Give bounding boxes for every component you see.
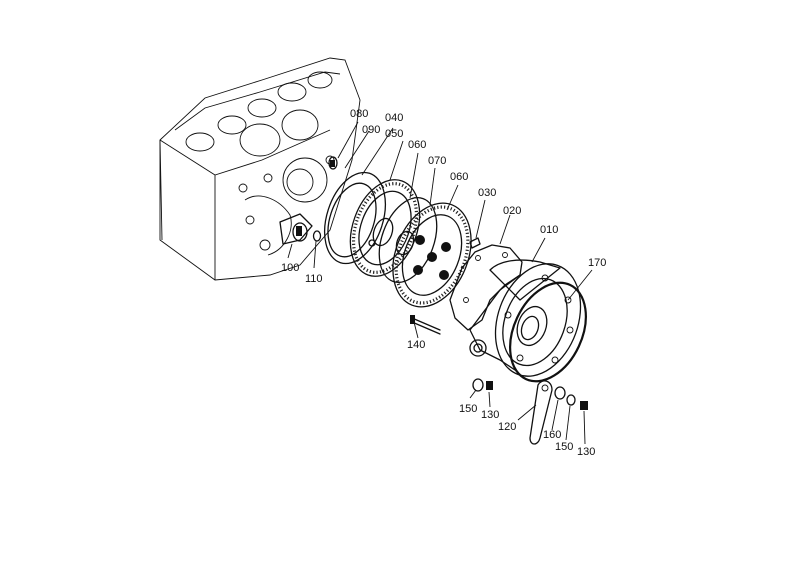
engine-block	[159, 57, 361, 281]
nut-130-left	[486, 381, 493, 390]
label-170: 170	[588, 257, 606, 269]
label-130-right: 130	[577, 446, 595, 458]
label-150-right: 150	[555, 441, 573, 453]
pin-part-030	[469, 237, 481, 249]
leader-lines	[287, 121, 593, 445]
label-030: 030	[478, 187, 496, 199]
nut-130-right	[580, 401, 588, 410]
part-labels: 080 040 090 050 060 070 060 030 020 010 …	[281, 108, 606, 458]
shaft-part-100	[279, 213, 313, 245]
label-100: 100	[281, 262, 299, 274]
label-130-left: 130	[481, 409, 499, 421]
label-040: 040	[385, 112, 403, 124]
label-120: 120	[498, 421, 516, 433]
label-010: 010	[540, 224, 558, 236]
label-070: 070	[428, 155, 446, 167]
lever-120	[529, 380, 553, 445]
plate-060-a	[378, 197, 438, 283]
pressure-plate-040	[324, 171, 386, 265]
label-060-a: 060	[408, 139, 426, 151]
label-020: 020	[503, 205, 521, 217]
washer-150-right	[566, 394, 576, 406]
label-050: 050	[385, 128, 403, 140]
label-060-b: 060	[450, 171, 468, 183]
pin-part-080	[328, 156, 338, 170]
label-150-left: 150	[459, 403, 477, 415]
washer-160	[554, 386, 566, 400]
washer-150-left	[472, 378, 484, 392]
label-110: 110	[305, 273, 323, 285]
label-140: 140	[407, 339, 425, 351]
housing-010	[469, 259, 582, 377]
gasket-020	[449, 244, 523, 331]
seal-part-110	[312, 230, 322, 242]
o-ring-170	[509, 281, 587, 383]
label-090: 090	[362, 124, 380, 136]
clutch-disc-050	[349, 179, 421, 277]
label-160: 160	[543, 429, 561, 441]
bolt-140	[410, 315, 441, 335]
label-080: 080	[350, 108, 368, 120]
